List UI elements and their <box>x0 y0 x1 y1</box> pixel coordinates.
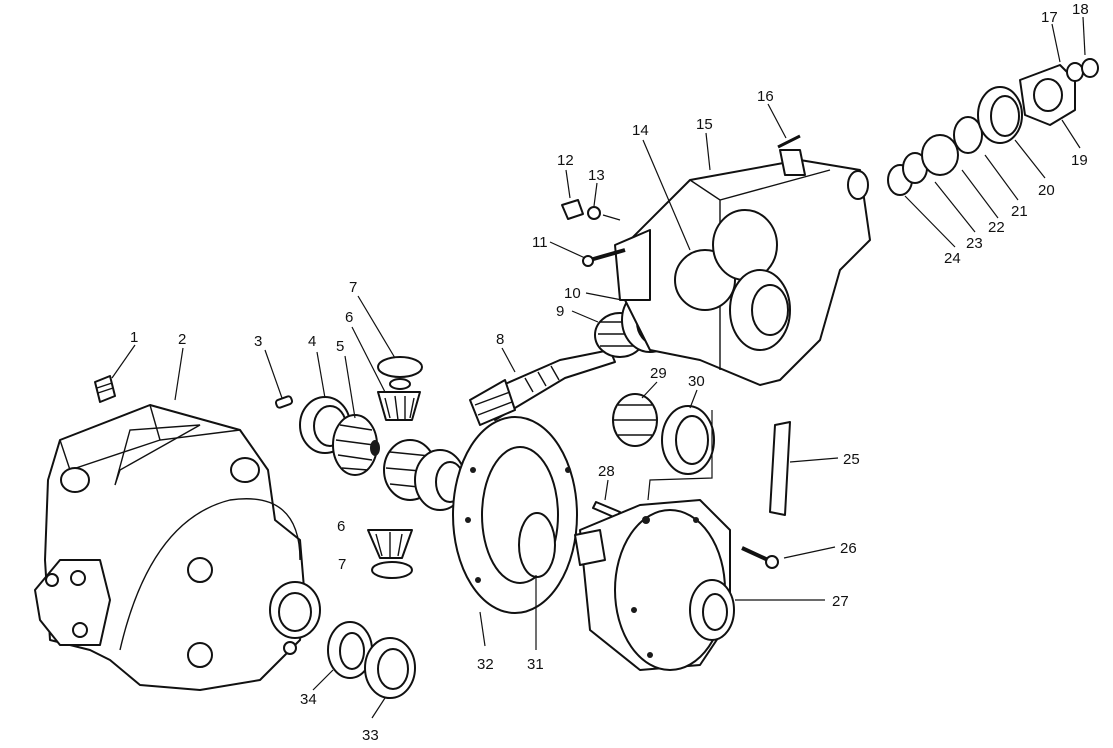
callout-32: 32 <box>477 656 494 673</box>
callout-3: 3 <box>254 333 262 350</box>
callout-11: 11 <box>532 234 548 251</box>
callout-7-upper: 7 <box>349 279 357 296</box>
callout-29: 29 <box>650 365 667 382</box>
callout-labels: 1 2 3 4 5 6 6 7 7 8 9 10 11 12 13 14 15 … <box>130 1 1089 744</box>
long-pin <box>769 421 791 516</box>
callout-13: 13 <box>588 167 605 184</box>
callout-24: 24 <box>944 250 961 267</box>
axle-bearing <box>327 621 373 679</box>
bolt-26 <box>741 546 779 569</box>
callout-33: 33 <box>362 727 379 744</box>
callout-31: 31 <box>527 656 544 673</box>
gear-case-housing <box>614 149 871 386</box>
plug-bolt <box>94 375 116 403</box>
callout-34: 34 <box>300 691 317 708</box>
pinion-shaft <box>469 349 616 426</box>
callout-7-lower: 7 <box>338 556 346 573</box>
callout-10: 10 <box>564 285 581 302</box>
differential-carrier <box>574 499 735 671</box>
callout-25: 25 <box>843 451 860 468</box>
callout-6-lower: 6 <box>337 518 345 535</box>
side-gear <box>332 414 380 476</box>
bolt-11 <box>582 248 626 267</box>
oring-13 <box>587 206 601 220</box>
callout-1: 1 <box>130 329 138 346</box>
output-flange-stack <box>887 58 1099 196</box>
callout-19: 19 <box>1071 152 1088 169</box>
callout-15: 15 <box>696 116 713 133</box>
side-gear-right <box>383 439 466 511</box>
carrier-bearing <box>612 393 715 475</box>
bolt-16 <box>777 134 801 149</box>
callout-23: 23 <box>966 235 983 252</box>
callout-9: 9 <box>556 303 564 320</box>
plug-12 <box>561 199 584 220</box>
callout-6-upper: 6 <box>345 309 353 326</box>
callout-2: 2 <box>178 331 186 348</box>
pinion-gear-upper <box>377 356 423 421</box>
callout-22: 22 <box>988 219 1005 236</box>
callout-12: 12 <box>557 152 574 169</box>
callout-28: 28 <box>598 463 615 480</box>
callout-21: 21 <box>1011 203 1028 220</box>
leader-lines <box>111 16 1086 719</box>
callout-30: 30 <box>688 373 705 390</box>
pin <box>274 395 294 409</box>
callout-26: 26 <box>840 540 857 557</box>
callout-17: 17 <box>1041 9 1058 26</box>
axle-housing <box>34 404 321 691</box>
callout-16: 16 <box>757 88 774 105</box>
pinion-gear-lower <box>367 529 413 579</box>
callout-20: 20 <box>1038 182 1055 199</box>
axle-seal <box>364 637 416 699</box>
callout-5: 5 <box>336 338 344 355</box>
callout-18: 18 <box>1072 1 1089 18</box>
callout-4: 4 <box>308 333 316 350</box>
ring-gear <box>452 416 578 614</box>
callout-27: 27 <box>832 593 849 610</box>
callout-8: 8 <box>496 331 504 348</box>
callout-14: 14 <box>632 122 649 139</box>
